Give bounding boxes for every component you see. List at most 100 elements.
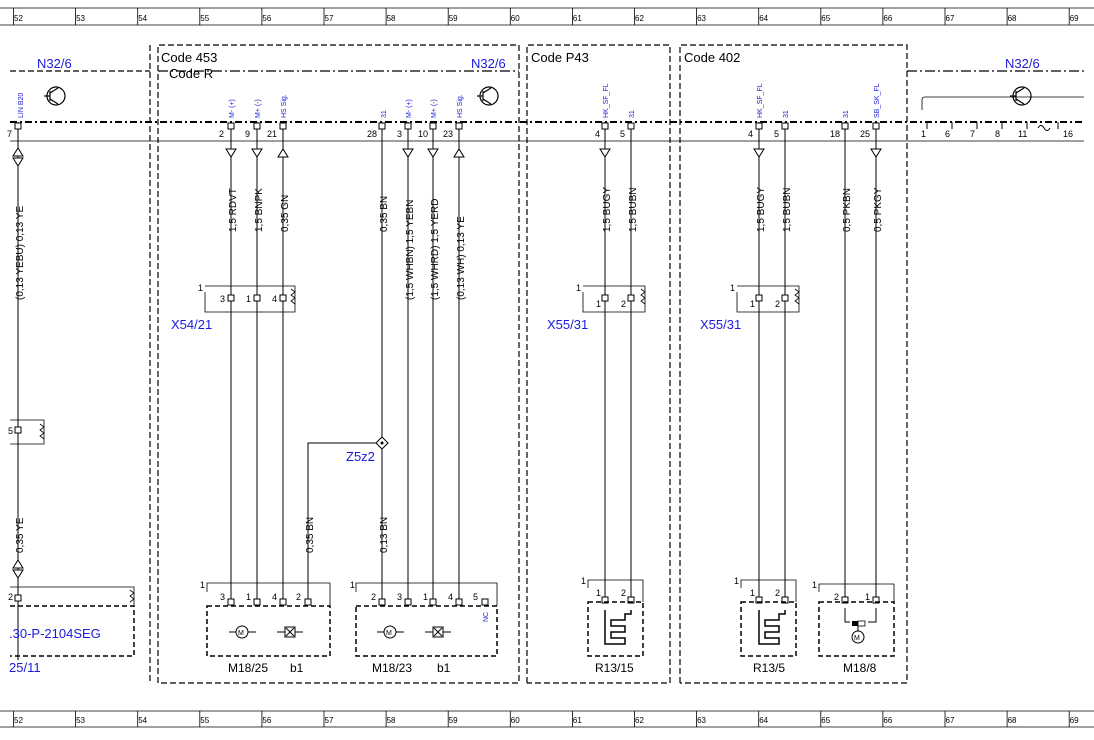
svg-text:4: 4 (448, 592, 453, 602)
pin-label-hs-sig: HS Sig. (281, 94, 288, 118)
ruler-number: 61 (573, 716, 582, 725)
svg-text:1: 1 (812, 580, 817, 590)
connector-pin: 5 (8, 426, 13, 436)
arrow-down-icon (599, 148, 611, 158)
pin-terminal (304, 598, 312, 606)
ruler-number: 59 (449, 14, 458, 23)
motor-icon: M (238, 630, 244, 637)
component-ref: .30-P-2104SEG (9, 626, 101, 641)
ruler-number: 52 (14, 14, 23, 23)
component-m18-25: 1 3 1 4 2 M M18/25 b1 (200, 580, 331, 675)
pin-terminal (227, 598, 235, 606)
pin-number: 11 (1018, 129, 1027, 139)
wire-label: (1,5 WHBN) 1,5 YEBN (405, 200, 416, 300)
component-label: b1 (437, 661, 451, 675)
svg-text:1: 1 (423, 592, 428, 602)
transistor-icon (1010, 86, 1032, 106)
arrow-down-icon (402, 148, 414, 158)
pin-label-31: 31 (843, 110, 850, 118)
component-label: M18/23 (372, 661, 412, 675)
pin-terminal (378, 122, 386, 130)
pin-label-lin: LIN B20 (18, 93, 25, 118)
pin-terminal (601, 294, 609, 302)
module-bracket (921, 96, 1084, 110)
ruler-number: 62 (635, 716, 644, 725)
pin-number: 5 (620, 129, 625, 139)
pin-terminal (601, 122, 609, 130)
module-boundary (10, 121, 1084, 142)
wire-label: 0,35 BN (379, 196, 390, 232)
ruler-number: 65 (821, 14, 830, 23)
arrow-up-icon (12, 147, 24, 157)
wire-label: 0,35 GN (280, 195, 291, 232)
svg-text:1: 1 (246, 592, 251, 602)
section-frames (10, 44, 1084, 684)
connector-pin: 2 (775, 299, 780, 309)
wire-label: 1,5 BUBN (782, 188, 793, 232)
wire-label: 0,5 PKBN (842, 188, 853, 232)
ruler-number: 63 (697, 716, 706, 725)
wires (17, 122, 877, 660)
pin-label-m-plus: M- (+) (406, 99, 413, 118)
label-code-p43: Code P43 (531, 50, 589, 65)
ruler-number: 66 (883, 716, 892, 725)
pin-terminal (755, 596, 763, 604)
wire-label: 0,5 PKGY (873, 187, 884, 232)
pin-terminal (14, 122, 22, 130)
arrow-up-icon (277, 148, 289, 158)
module-n32-right: N32/6 (1005, 56, 1040, 71)
pin-terminal (841, 596, 849, 604)
pin-terminal (404, 598, 412, 606)
ruler-number: 56 (262, 716, 271, 725)
pin-number: 18 (830, 129, 840, 139)
pin-terminal (253, 598, 261, 606)
label-code453: Code 453 (161, 50, 217, 65)
ruler-number: 68 (1008, 716, 1017, 725)
svg-text:1: 1 (750, 588, 755, 598)
heater-icon (604, 610, 632, 645)
pin-number: 3 (397, 129, 402, 139)
pin-number: 1 (921, 129, 926, 139)
svg-text:NC: NC (483, 612, 490, 622)
pin-terminal (781, 294, 789, 302)
component-label: M18/8 (843, 661, 877, 675)
pin-number: 23 (443, 129, 453, 139)
pin-number: 10 (418, 129, 428, 139)
ruler-number: 66 (883, 14, 892, 23)
ruler-number: 56 (262, 14, 271, 23)
connector-pin: 1 (596, 299, 601, 309)
component-left-seg: 2 .30-P-2104SEG 25/11 (8, 586, 135, 675)
pin-terminal (627, 294, 635, 302)
pin-terminal (781, 596, 789, 604)
pin-terminal (601, 596, 609, 604)
arrow-up-icon (453, 148, 465, 158)
pin-number: 25 (860, 129, 870, 139)
pin-terminal (481, 598, 489, 606)
ruler-number: 65 (821, 716, 830, 725)
pin-terminal (455, 598, 463, 606)
pin-terminal (253, 122, 261, 130)
pin-label-m-minus: M+ (-) (255, 99, 262, 118)
arrow-down-icon (753, 148, 765, 158)
component-label: b1 (290, 661, 304, 675)
svg-text:2: 2 (8, 592, 13, 602)
pin-number: 4 (748, 129, 753, 139)
wire-label: (0,13 WH) 0,13 YE (456, 216, 467, 300)
pin-number: 7 (970, 129, 975, 139)
svg-text:2: 2 (371, 592, 376, 602)
pin-squares (14, 122, 880, 606)
signal-arrows (12, 147, 882, 579)
ruler-number: 63 (697, 14, 706, 23)
component-r13-5: 1 1 2 R13/5 (734, 576, 797, 675)
svg-text:5: 5 (473, 592, 478, 602)
connector-pin: 1 (576, 283, 581, 293)
svg-text:1: 1 (581, 576, 586, 586)
svg-text:1: 1 (200, 580, 205, 590)
pin-number: 6 (945, 129, 950, 139)
wire-label: 1,5 BUGY (756, 187, 767, 232)
frame-code453-right (526, 44, 671, 684)
pin-number: 5 (774, 129, 779, 139)
